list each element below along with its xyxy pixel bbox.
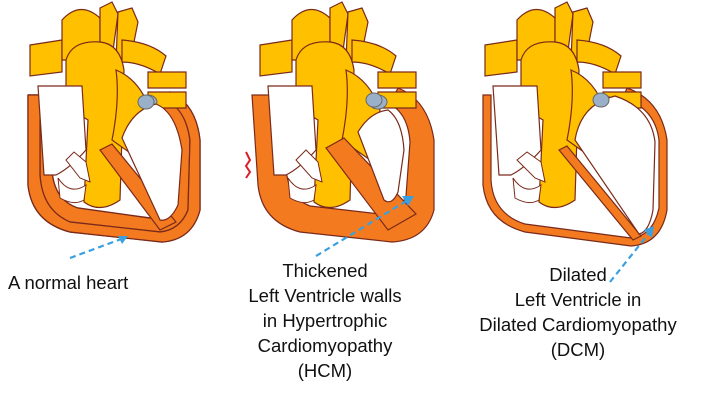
pointer-arrow-normal — [70, 238, 124, 258]
caption-line: Dilated — [456, 262, 700, 287]
caption-dcm: Dilated Left Ventricle in Dilated Cardio… — [456, 262, 700, 362]
caption-line: A normal heart — [8, 270, 128, 295]
caption-line: Thickened — [230, 258, 420, 283]
heart-normal — [28, 2, 200, 242]
caption-normal: A normal heart — [8, 270, 128, 295]
caption-line: (HCM) — [230, 358, 420, 383]
caption-line: (DCM) — [456, 337, 700, 362]
heart-hcm — [246, 2, 434, 242]
caption-line: Left Ventricle in — [456, 287, 700, 312]
caption-hcm: Thickened Left Ventricle walls in Hypert… — [230, 258, 420, 383]
heart-dcm — [483, 2, 667, 246]
caption-line: Dilated Cardiomyopathy — [456, 312, 700, 337]
caption-line: Cardiomyopathy — [230, 333, 420, 358]
caption-line: Left Ventricle walls — [230, 283, 420, 308]
caption-line: in Hypertrophic — [230, 308, 420, 333]
